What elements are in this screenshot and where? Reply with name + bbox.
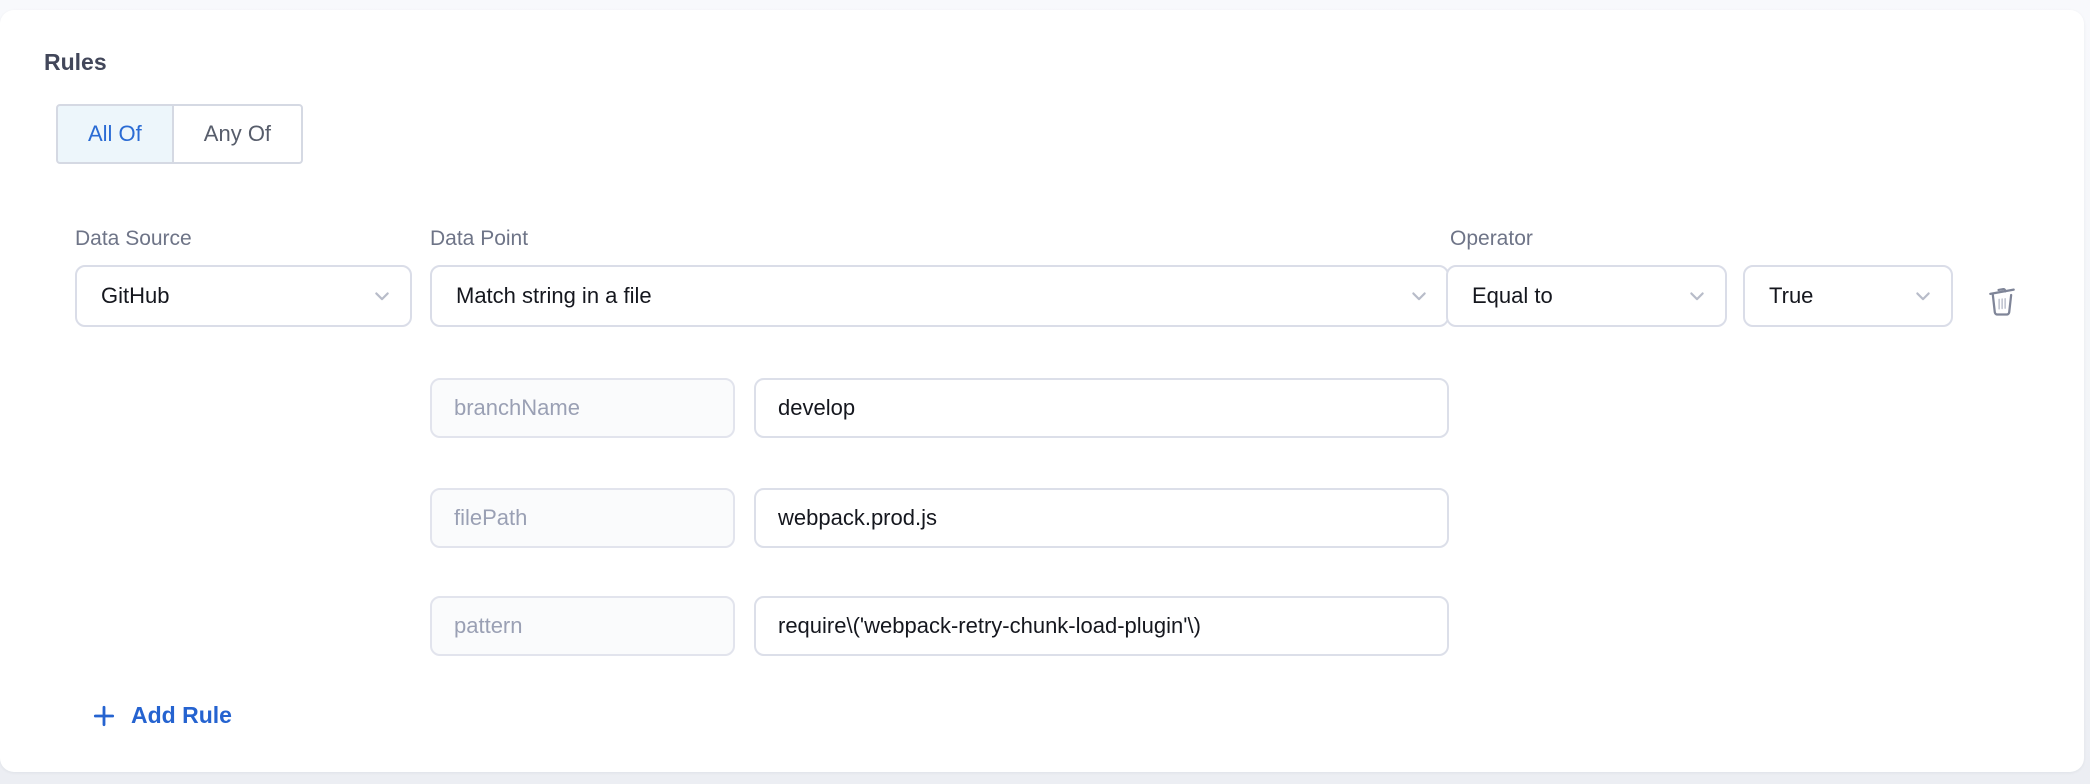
operator-label: Operator (1450, 227, 1533, 250)
data-source-label: Data Source (75, 227, 192, 250)
match-mode-toggle: All Of Any Of (56, 104, 304, 164)
plus-icon (93, 705, 115, 726)
any-of-button[interactable]: Any Of (172, 104, 304, 164)
expected-value-select[interactable]: True (1743, 265, 1953, 327)
data-point-label: Data Point (430, 227, 529, 250)
operator-value: Equal to (1472, 283, 1553, 308)
operator-select[interactable]: Equal to (1446, 265, 1727, 327)
trash-icon (1989, 288, 2015, 316)
data-source-select[interactable]: GitHub (75, 265, 412, 327)
add-rule-button[interactable]: Add Rule (91, 702, 232, 729)
delete-rule-button[interactable] (1980, 278, 2024, 322)
param-row-pattern (0, 596, 2084, 656)
data-source-value: GitHub (101, 283, 170, 308)
param-row-file-path (0, 488, 2084, 548)
all-of-button[interactable]: All Of (56, 104, 173, 164)
data-point-value: Match string in a file (456, 283, 652, 308)
add-rule-label: Add Rule (131, 702, 232, 728)
param-key-field (430, 596, 735, 656)
rules-card: Rules All Of Any Of Data Source Data Poi… (0, 10, 2084, 772)
data-point-select[interactable]: Match string in a file (430, 265, 1449, 327)
rules-heading: Rules (44, 49, 107, 75)
chevron-down-icon (1412, 292, 1426, 301)
expected-value: True (1769, 283, 1814, 308)
chevron-down-icon (1916, 292, 1930, 301)
chevron-down-icon (1690, 292, 1704, 301)
chevron-down-icon (375, 292, 389, 301)
param-row-branch-name (0, 378, 2084, 438)
param-key-field (430, 378, 735, 438)
param-value-field[interactable] (754, 596, 1449, 656)
param-value-field[interactable] (754, 488, 1449, 548)
param-key-field (430, 488, 735, 548)
param-value-field[interactable] (754, 378, 1449, 438)
